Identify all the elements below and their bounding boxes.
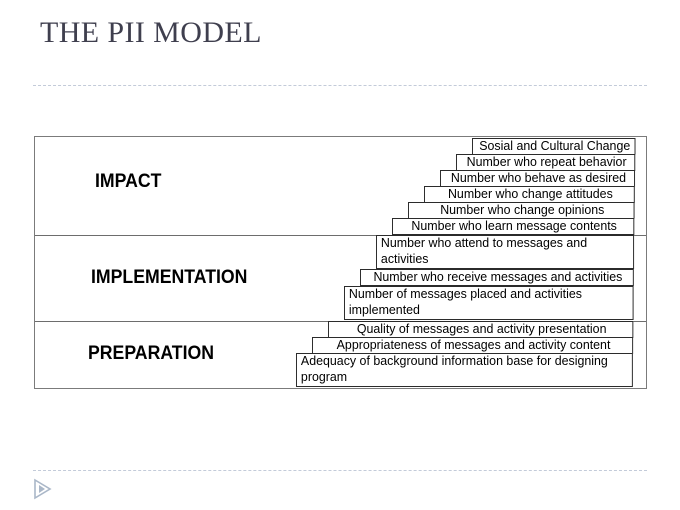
band-label-impact: IMPACT: [95, 171, 162, 192]
step-box: Number who change attitudes: [424, 186, 635, 203]
band-label-implementation: IMPLEMENTATION: [91, 267, 248, 288]
divider-top: [33, 85, 647, 86]
step-box: Number who receive messages and activiti…: [360, 269, 634, 286]
step-box: Number who attend to messages and activi…: [376, 235, 635, 269]
step-box: Appropriateness of messages and activity…: [312, 337, 634, 354]
step-box: Quality of messages and activity present…: [328, 321, 634, 338]
divider-bottom: [33, 470, 647, 471]
band-divider-impact: [35, 235, 646, 236]
advance-triangle-icon[interactable]: [30, 477, 54, 501]
step-box: Number who learn message contents: [392, 218, 635, 235]
pii-model-diagram: IMPACT IMPLEMENTATION PREPARATION Sosial an…: [34, 136, 647, 389]
step-box: Number of messages placed and activities…: [344, 286, 634, 320]
advance-triangle-glyph: [34, 478, 52, 500]
band-label-preparation: PREPARATION: [88, 343, 214, 364]
step-box: Number who change opinions: [408, 202, 635, 219]
step-box: Number who behave as desired: [440, 170, 636, 187]
step-box: Adequacy of background information base …: [296, 353, 633, 387]
step-box: Sosial and Cultural Change: [472, 138, 636, 155]
step-box: Number who repeat behavior: [456, 154, 636, 171]
page-title: THE PII MODEL: [40, 16, 262, 49]
